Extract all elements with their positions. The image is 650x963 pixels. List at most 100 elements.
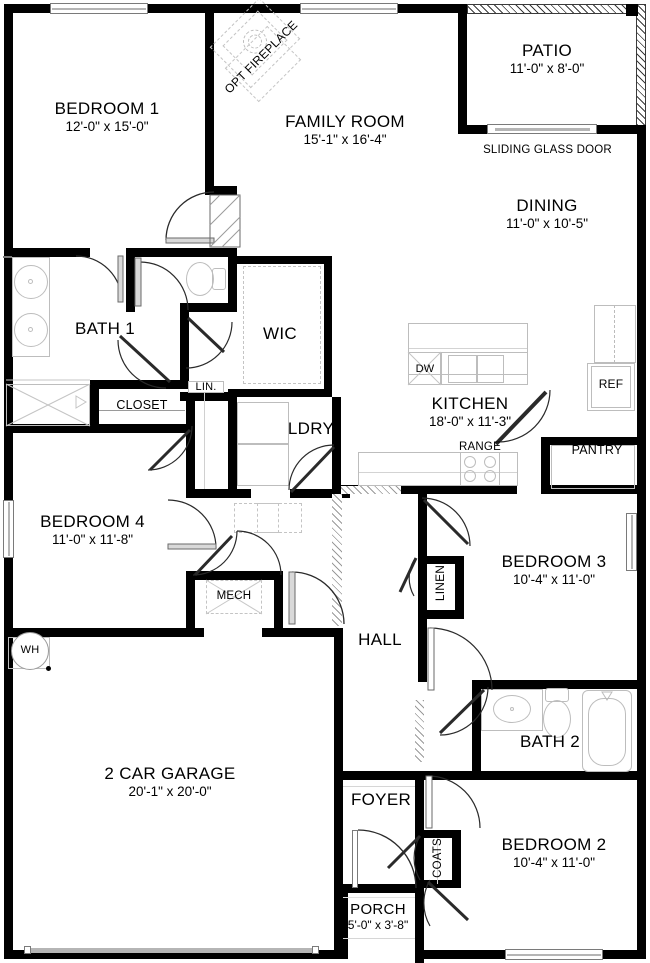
- wall-closet-left: [90, 380, 99, 428]
- room-label-bedroom2: BEDROOM 2 10'-4" x 11'-0": [468, 836, 640, 870]
- room-label-closet: CLOSET: [116, 398, 168, 412]
- room-label-ldry: LDRY: [287, 419, 335, 438]
- range-burner-4: [484, 470, 496, 482]
- closet-shelf: [99, 410, 185, 411]
- dining-cabinet: [594, 305, 636, 363]
- wall-kitchen-bottom-right: [541, 485, 646, 494]
- wall-mech-right: [274, 571, 283, 628]
- bath2-toilet-tank: [545, 688, 569, 702]
- window-family-top-mullion: [302, 8, 396, 10]
- coats-label-wrap: COATS: [418, 836, 458, 884]
- wall-mech-left: [186, 571, 195, 628]
- wall-hall-bath1-vert: [180, 312, 189, 388]
- room-name-dining: DINING: [516, 196, 578, 215]
- room-label-foyer: FOYER: [350, 790, 412, 809]
- wall-bed4-right: [186, 397, 195, 497]
- wall-kitchen-bottom: [341, 485, 517, 494]
- wall-coats-top: [415, 830, 461, 838]
- room-dim-family: 15'-1" x 16'-4": [303, 131, 387, 147]
- range-label: RANGE: [459, 441, 501, 453]
- mech-label: MECH: [216, 590, 252, 602]
- room-name-patio: PATIO: [522, 41, 572, 60]
- linen-shelf-line: [204, 392, 205, 489]
- range-burner-2: [484, 456, 496, 468]
- wall-bath2-bottom: [415, 771, 646, 780]
- archway-opening-foyer: [415, 700, 424, 762]
- wall-coats-right: [452, 830, 461, 888]
- pantry-shelf: [551, 445, 635, 489]
- patio-wall-right: [636, 4, 646, 132]
- lin-closet-box: [188, 381, 224, 393]
- wall-garage-top: [4, 628, 204, 637]
- window-bedroom1-top-mullion: [52, 8, 146, 10]
- room-label-bath2: BATH 2: [519, 732, 581, 751]
- room-dim-bedroom4: 11'-0" x 11'-8": [51, 531, 134, 547]
- wall-garage-top-right: [262, 628, 342, 637]
- refrigerator-inner: [591, 366, 631, 408]
- room-label-garage: 2 CAR GARAGE 20'-1" x 20'-0": [80, 765, 260, 799]
- wall-wc-bottom: [180, 303, 237, 312]
- bed4-furniture-divider: [257, 503, 279, 533]
- bath2-tub: [582, 690, 632, 772]
- wall-bed1-family-vert: [205, 4, 214, 190]
- wall-ldry-bottom-right: [290, 489, 350, 498]
- linen-vertical-label: LINEN: [433, 564, 447, 602]
- porch-edge-line: [343, 938, 415, 939]
- archway-opening-kitchen: [341, 486, 401, 494]
- room-dim-kitchen: 18'-0" x 11'-3": [428, 413, 512, 429]
- window-bedroom2-mullion: [507, 954, 601, 956]
- kitchen-counter-upper-line: [409, 348, 527, 349]
- wic-shelf: [243, 266, 321, 384]
- wall-bath2-top: [480, 680, 646, 689]
- wall-hall-right-lower: [418, 619, 427, 682]
- wall-mech-top: [186, 571, 282, 580]
- bath1-sink-2: [14, 313, 48, 347]
- bath1-toilet-bowl: [186, 262, 214, 296]
- bath1-sink-1-drain: [28, 279, 33, 284]
- room-label-porch: PORCH 5'-0" x 3'-8": [336, 902, 420, 933]
- room-name-bedroom4: BEDROOM 4: [40, 512, 145, 531]
- kitchen-sink-basin-divider: [476, 355, 478, 383]
- wall-wic-right: [324, 256, 332, 396]
- exterior-wall-left-upper: [4, 4, 13, 432]
- room-label-pantry: PANTRY: [571, 443, 623, 457]
- wall-ldry-right: [332, 397, 341, 489]
- exterior-wall-bottom-garage: [4, 950, 339, 959]
- laundry-dryer: [237, 444, 289, 486]
- wall-closet-top: [90, 380, 188, 389]
- bath1-sink-1: [14, 265, 48, 299]
- refrigerator-box: [587, 363, 635, 411]
- wall-lin-bottom: [180, 392, 230, 401]
- dishwasher-label: DW: [415, 363, 435, 375]
- window-bedroom3-mullion: [631, 515, 633, 569]
- exterior-wall-right-lower: [637, 511, 646, 959]
- sliding-glass-door-label: SLIDING GLASS DOOR: [483, 144, 612, 156]
- kitchen-counter-upper: [408, 323, 528, 375]
- room-name-kitchen: KITCHEN: [431, 394, 509, 413]
- wall-bath1-wc: [126, 248, 236, 257]
- archway-opening-hall: [332, 494, 342, 626]
- wall-wic-bottom: [228, 389, 332, 397]
- kitchen-range: [460, 452, 500, 486]
- wall-bed1-bath1: [4, 248, 90, 257]
- water-heater-label: WH: [20, 644, 40, 656]
- laundry-washer: [237, 402, 289, 444]
- garage-door-jamb-right: [312, 946, 319, 954]
- water-heater-circle: [11, 632, 49, 670]
- window-bath1-vanity-wall: [3, 256, 12, 258]
- exterior-wall-porch-left: [339, 884, 348, 959]
- bath1-vanity-counter: [12, 257, 50, 357]
- refrigerator-upper-line: [614, 305, 615, 363]
- room-name-garage: 2 CAR GARAGE: [104, 764, 236, 783]
- kitchen-counter-lower-left: [441, 352, 528, 385]
- foyer-threshold-line: [343, 786, 415, 787]
- wall-bed1-door-header: [205, 186, 237, 195]
- garage-door-jamb-left: [24, 946, 31, 954]
- bath1-toilet-tank: [212, 268, 226, 290]
- wall-closet-bottom: [4, 424, 188, 433]
- wall-bath2-tub-divider: [572, 680, 579, 689]
- room-dim-patio: 11'-0" x 8'-0": [509, 60, 585, 76]
- kitchen-counter-range-run: [358, 452, 518, 486]
- wall-patio-bottom-right: [595, 125, 646, 134]
- room-dim-porch: 5'-0" x 3'-8": [347, 917, 409, 932]
